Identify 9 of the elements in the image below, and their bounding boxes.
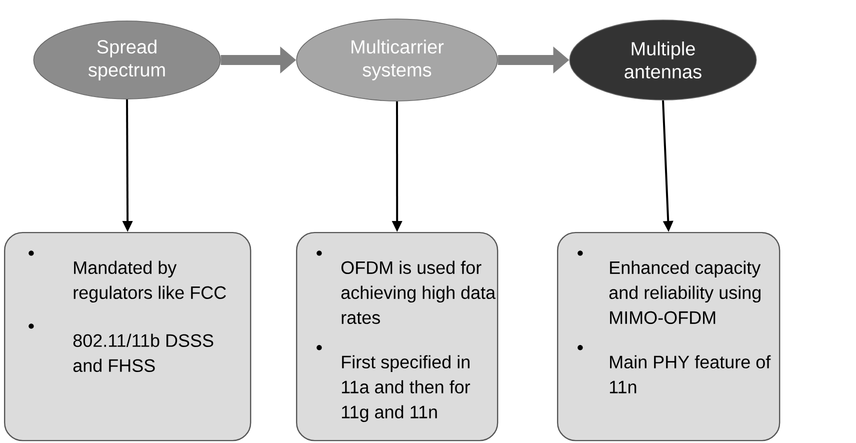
text-box xyxy=(557,232,780,442)
text-box xyxy=(296,232,498,442)
bullet-text: OFDM is used for achieving high data rates xyxy=(341,260,496,324)
bullet-text: 802.11/11b DSSS and FHSS xyxy=(73,334,214,372)
bullet-text: Enhanced capacity and reliability using MIMO-OFDM xyxy=(609,260,761,324)
bullet-text: Main PHY feature of 11n xyxy=(610,355,771,394)
bullet-text: First specified in 11a and then for 11g and 11n xyxy=(342,355,470,422)
text-box xyxy=(4,232,252,442)
bullet-text: Mandated by regulators like FCC xyxy=(74,260,226,303)
